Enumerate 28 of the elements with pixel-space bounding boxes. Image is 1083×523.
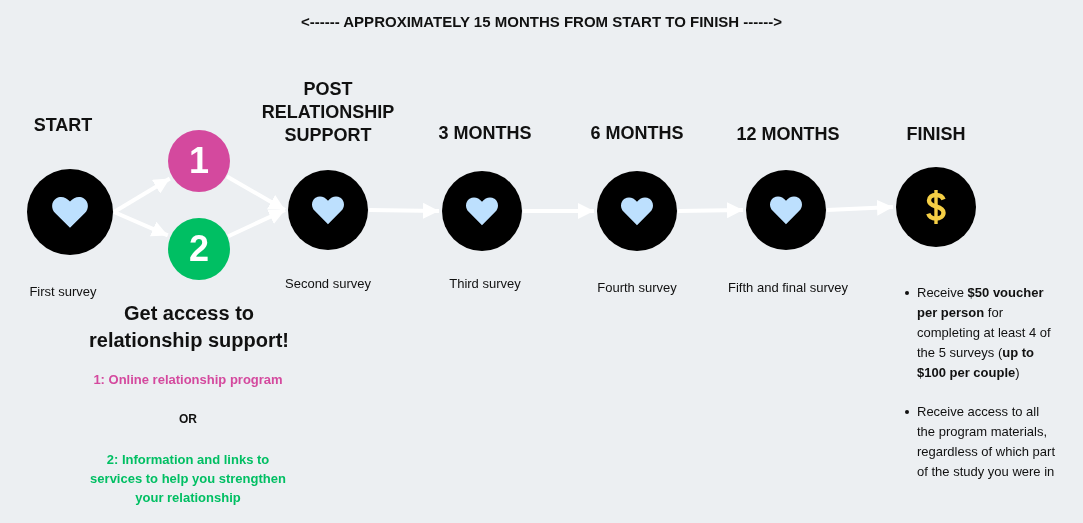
bullet-text: Receive access to all the program materials, regardless of which part of the study you were in xyxy=(917,403,1056,481)
survey-caption: First survey xyxy=(29,284,97,299)
arrow xyxy=(113,210,169,238)
milestone-label: POST RELATIONSHIP SUPPORT xyxy=(260,78,396,147)
milestone-label: START xyxy=(33,114,93,137)
survey-caption: Fourth survey xyxy=(597,280,677,295)
arrow xyxy=(112,176,171,214)
arrow xyxy=(677,202,744,219)
option-text: 1: Online relationship program xyxy=(93,371,283,389)
milestone-label: 12 MONTHS xyxy=(736,123,840,146)
separator-text: OR xyxy=(179,411,197,427)
step-number: 2 xyxy=(189,229,209,269)
arrow xyxy=(826,199,894,216)
step-number: 1 xyxy=(189,141,209,181)
milestone-label: FINISH xyxy=(906,123,966,146)
bullet-text: Receive $50 voucher per person for completing at least 4 of the 5 surveys (up to $100 per couple) xyxy=(917,284,1052,382)
arrow xyxy=(523,203,594,219)
survey-caption: Fifth and final survey xyxy=(728,280,848,295)
survey-caption: Second survey xyxy=(285,276,371,291)
timeline-heading: <------ APPROXIMATELY 15 MONTHS FROM START TO FINISH ------> xyxy=(300,12,783,32)
survey-caption: Third survey xyxy=(449,276,521,291)
section-heading: Get access to relationship support! xyxy=(88,301,290,353)
arrow xyxy=(227,208,286,238)
option-text: 2: Information and links to services to help you strengthen your relationship xyxy=(89,451,287,507)
milestone-label: 3 MONTHS xyxy=(438,122,532,145)
arrow xyxy=(368,202,440,219)
arrow xyxy=(226,174,286,212)
milestone-label: 6 MONTHS xyxy=(590,122,684,145)
